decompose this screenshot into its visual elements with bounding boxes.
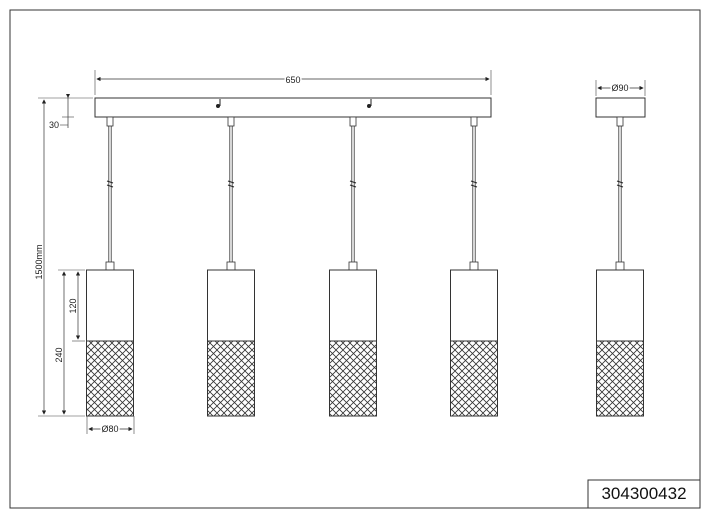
shade-mesh — [450, 340, 498, 417]
cord-break-mark — [349, 180, 357, 188]
dim-arrowhead-canopy-top — [66, 94, 70, 98]
product-code: 304300432 — [601, 484, 686, 503]
dim-label-canopy-length: 650 — [285, 75, 300, 85]
cord-break-mark — [227, 180, 235, 188]
cord-connector-top — [616, 116, 624, 127]
pendant-2 — [207, 116, 255, 417]
shade-mesh — [596, 340, 644, 417]
shade-connector — [105, 261, 115, 271]
cord-connector-top — [227, 116, 235, 127]
dim-label-canopy-height: 30 — [49, 120, 59, 130]
drawing-frame — [9, 9, 701, 509]
shade-upper — [596, 269, 644, 342]
canopy-screw-right — [367, 99, 372, 108]
cord-break-mark — [616, 180, 624, 188]
dim-label-side-canopy-diameter: Ø90 — [611, 83, 628, 93]
shade-mesh — [86, 340, 134, 417]
title-block — [587, 479, 701, 509]
dim-label-shade-upper: 120 — [68, 298, 78, 313]
shade-connector — [615, 261, 625, 271]
pendant-1 — [86, 116, 134, 417]
shade-mesh — [329, 340, 377, 417]
dim-label-shade-height: 240 — [54, 347, 64, 362]
cord-connector-top — [106, 116, 114, 127]
shade-mesh — [207, 340, 255, 417]
canopy-bar — [94, 97, 492, 118]
cord-break-mark — [470, 180, 478, 188]
shade-connector — [226, 261, 236, 271]
pendant-side — [596, 116, 644, 417]
shade-upper — [329, 269, 377, 342]
cord-connector-top — [349, 116, 357, 127]
dim-label-overall-height: 1500mm — [34, 244, 44, 279]
shade-upper — [86, 269, 134, 342]
cord-break-mark — [106, 180, 114, 188]
side-canopy — [595, 97, 646, 118]
pendant-4 — [450, 116, 498, 417]
pendant-group — [86, 116, 498, 417]
dim-label-shade-diameter: Ø80 — [101, 424, 118, 434]
shade-upper — [207, 269, 255, 342]
pendant-3 — [329, 116, 377, 417]
cord-connector-top — [470, 116, 478, 127]
canopy-screw-left — [216, 99, 221, 108]
side-pendant — [596, 116, 644, 417]
shade-connector — [469, 261, 479, 271]
shade-upper — [450, 269, 498, 342]
shade-connector — [348, 261, 358, 271]
